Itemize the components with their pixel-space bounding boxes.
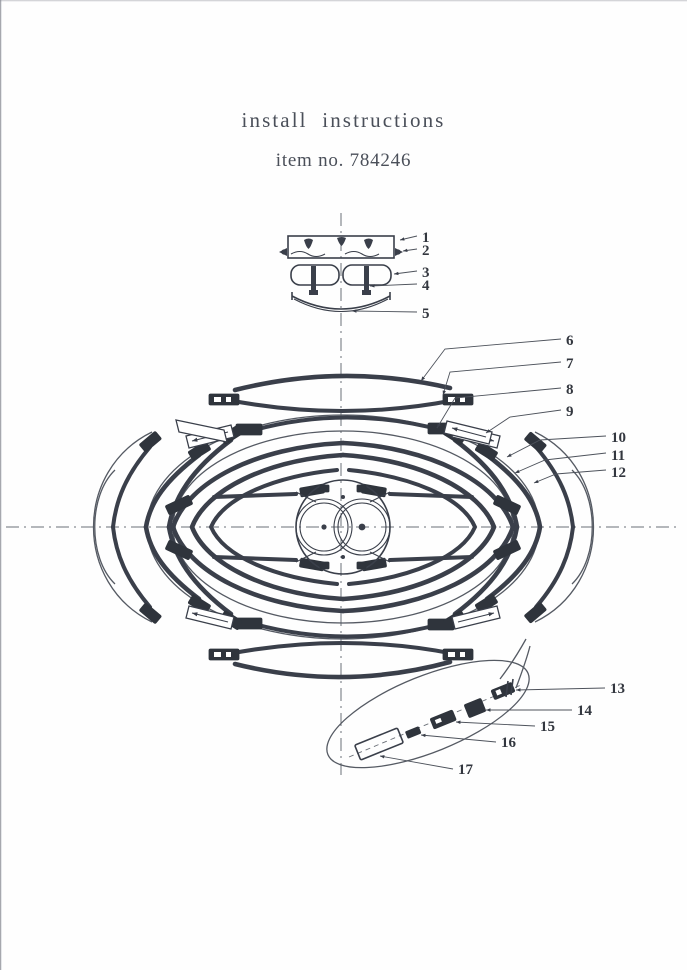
leader-7 [442,361,562,396]
flat-strip-bar-mid-left [175,419,228,443]
detail-connector [430,709,457,730]
detail-ferrule [405,726,422,739]
callout-label-4: 4 [422,278,430,294]
leader-lines [351,235,607,770]
leader-16 [420,733,497,743]
upper-right-rib [452,437,520,530]
hub-tab-2 [356,484,367,493]
bottom-rod-connector-left [208,648,240,661]
arch-bow [291,292,391,312]
hub-tab-1 [319,484,330,493]
callout-label-16: 16 [501,735,516,751]
detail-tube [354,727,404,761]
top-rod-connector-left [208,393,240,406]
callout-label-13: 13 [610,681,625,697]
callout-label-11: 11 [611,448,626,464]
flat-strip-bar-bottom-right [451,605,501,630]
leader-8 [436,387,562,429]
bracket-fastener-left [279,248,287,256]
lower-right-rib [452,524,520,617]
page-title: install instructions [241,108,446,132]
callout-label-5: 5 [422,306,430,322]
block-screw-right [362,266,371,295]
leader-9 [485,409,562,434]
detail-clamp [490,678,516,700]
bracket-rivet-right [364,238,373,249]
callout-label-7: 7 [566,356,574,372]
hub-tab-4 [356,561,367,570]
scan-edge-top [0,0,687,2]
detail-neck-lower [515,645,531,689]
scan-edge-left [0,0,2,970]
leader-3 [393,270,418,276]
flat-strip-bar-bottom-left [185,605,235,630]
callout-label-10: 10 [611,430,626,446]
lower-right-rib-2 [484,524,543,602]
callout-label-15: 15 [540,719,555,735]
callout-label-17: 17 [458,762,473,778]
centerlines [6,213,681,775]
detail-ellipse [326,659,530,769]
mid-right-rib [484,452,543,530]
detail-neck-upper [499,638,527,680]
callout-label-8: 8 [566,382,574,398]
item-number: item no. 784246 [275,150,412,171]
center-hub [295,479,391,575]
bracket-rivet-center [337,237,346,246]
bottom-rod-connector-right [442,648,474,661]
hub-center-dot-left [321,524,327,530]
outer-bottom-rib [232,659,453,680]
leader-11 [514,452,607,474]
top-cross-rod [208,393,474,413]
hub-inner-circle-left [295,498,353,556]
leader-15 [455,720,536,727]
callout-label-1: 1 [422,230,430,246]
lower-detail-view [326,638,531,769]
callout-label-6: 6 [566,333,574,349]
left-rib-group [111,425,346,630]
bracket-rivet-left [304,238,313,249]
detail-block [464,698,486,718]
callout-label-9: 9 [566,404,574,420]
callout-label-12: 12 [611,465,626,481]
hub-side-rods [212,492,474,562]
bottom-cross-rod [208,641,474,661]
left-rib-fitting-6 [139,602,162,624]
top-rod-connector-right [442,393,474,406]
leader-4 [369,283,418,288]
leader-2 [402,248,418,253]
leader-13 [515,687,606,692]
callout-label-2: 2 [422,243,430,259]
leader-1 [399,235,418,241]
bracket-fastener-right [395,248,403,256]
right-rib-fitting-2 [475,441,498,461]
main-assembly [93,373,594,680]
hub-tab-3 [319,561,330,570]
hub-center-dot-right [358,523,366,531]
hub-inner-circle-right [333,498,391,556]
block-screw-left [309,266,318,295]
leader-17 [379,755,454,770]
leader-12 [533,469,607,484]
top-bracket-plate [287,235,395,259]
leader-5 [351,309,418,313]
outer-top-rib [232,373,453,393]
callout-label-3: 3 [422,265,430,281]
left-rib-fitting-5 [139,431,162,453]
flat-strip-bar-mid-right [443,420,493,445]
leader-10 [506,435,607,458]
callout-label-14: 14 [577,703,592,719]
leader-6 [420,338,562,382]
right-rib-fitting-6 [524,602,547,624]
top-bracket-assembly [279,235,403,312]
